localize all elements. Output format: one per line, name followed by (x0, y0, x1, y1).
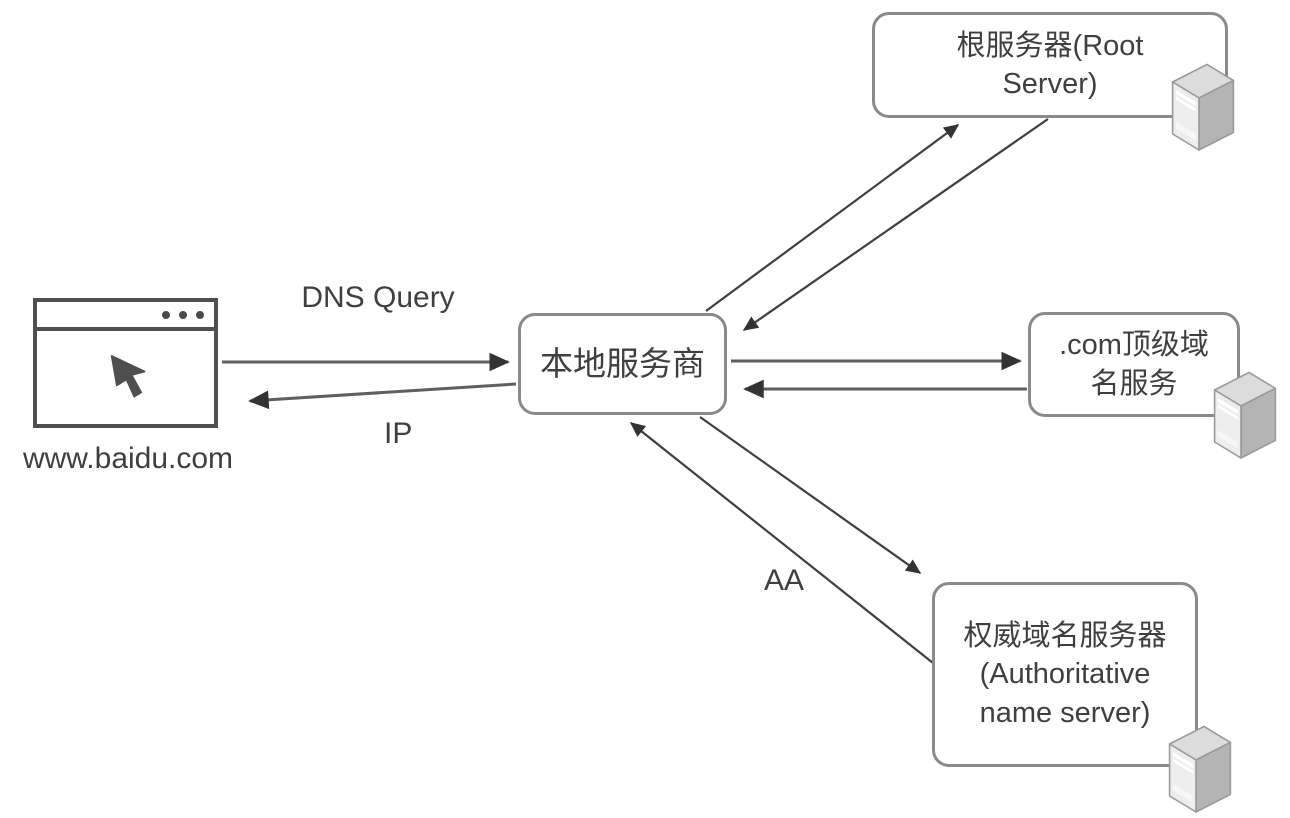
browser-viewport (37, 331, 214, 424)
arrow-auth-to-local (629, 422, 934, 664)
browser-titlebar (37, 302, 214, 331)
window-dots-icon (162, 310, 204, 319)
browser-caption: www.baidu.com (22, 442, 234, 475)
edge-label-aa: AA (764, 564, 805, 597)
server-tower-icon (1163, 58, 1243, 154)
arrow-local-to-auth (699, 416, 922, 574)
mouse-pointer-icon (110, 355, 146, 398)
edge-label-ip: IP (384, 417, 413, 450)
node-root-server: 根服务器(Root Server) (872, 12, 1228, 118)
node-local-label: 本地服务商 (540, 345, 705, 383)
server-tower-icon (1160, 720, 1240, 816)
node-root-label: 根服务器(Root Server) (956, 29, 1144, 100)
browser-window (33, 298, 218, 428)
node-authoritative-server: 权威域名服务器 (Authoritative name server) (932, 582, 1198, 767)
node-com-tld-server: .com顶级域名服务 (1028, 312, 1240, 417)
arrow-ip-return (248, 382, 517, 410)
node-local-dns-provider: 本地服务商 (518, 313, 727, 415)
node-tld-label: .com顶级域名服务 (1059, 329, 1209, 400)
arrow-root-to-local (742, 118, 1049, 331)
node-auth-label: 权威域名服务器 (Authoritative name server) (963, 620, 1167, 729)
arrow-local-to-root (705, 124, 960, 312)
edge-label-dns-query: DNS Query (301, 281, 455, 314)
server-tower-icon (1205, 366, 1285, 462)
